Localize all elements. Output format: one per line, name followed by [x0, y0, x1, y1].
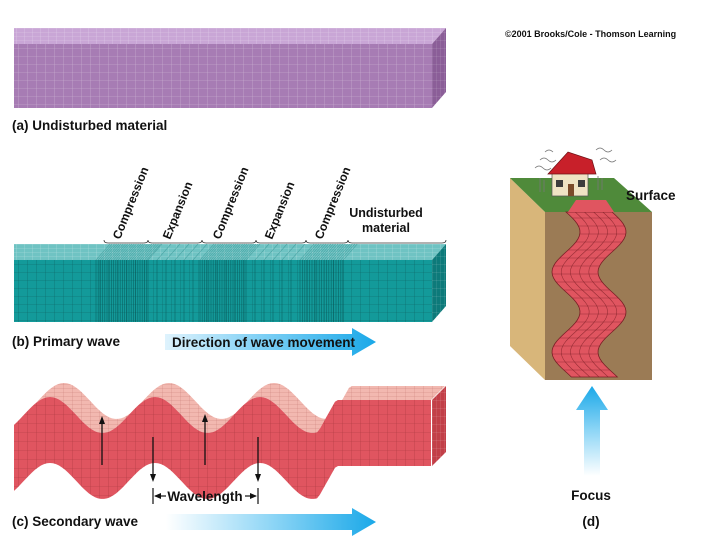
- zone-label-compression: Compression: [110, 165, 152, 241]
- motion-arrows: [99, 414, 261, 482]
- panel-b-block: [14, 243, 446, 322]
- compression-lines: [95, 243, 358, 322]
- wavelength-marker: Wavelength: [152, 488, 259, 504]
- house-icon: [547, 151, 597, 197]
- panel-c-caption: (c) Secondary wave: [12, 514, 139, 529]
- zone-label-compression: Compression: [312, 165, 354, 241]
- zone-label-expansion: Expansion: [262, 180, 298, 242]
- panel-b-caption: (b) Primary wave: [12, 334, 121, 349]
- wavelength-label: Wavelength: [167, 489, 242, 504]
- undisturbed-label-line1: Undisturbed: [349, 206, 423, 220]
- surface-label: Surface: [626, 188, 676, 203]
- earth-front-face: [510, 178, 545, 380]
- wave-top-opening: [568, 200, 614, 212]
- shake-lines: [534, 147, 617, 192]
- undisturbed-label-line2: material: [362, 221, 410, 235]
- panel-d-caption: (d): [582, 514, 599, 529]
- secondary-direction-arrow: [166, 508, 376, 536]
- focus-arrow: [576, 386, 608, 476]
- focus-label: Focus: [571, 488, 611, 503]
- zone-labels: Compression Expansion Compression Expans…: [110, 165, 423, 241]
- panel-d-earth-block: [510, 147, 652, 380]
- zone-brackets: [103, 239, 447, 244]
- panel-a-block: [14, 28, 446, 108]
- direction-label: Direction of wave movement: [172, 335, 356, 350]
- copyright-text: ©2001 Brooks/Cole - Thomson Learning: [505, 29, 676, 39]
- zone-label-expansion: Expansion: [160, 180, 196, 242]
- panel-c-block: [14, 383, 446, 499]
- panel-a-caption: (a) Undisturbed material: [12, 118, 167, 133]
- direction-arrow: Direction of wave movement: [165, 328, 376, 356]
- zone-label-compression: Compression: [210, 165, 252, 241]
